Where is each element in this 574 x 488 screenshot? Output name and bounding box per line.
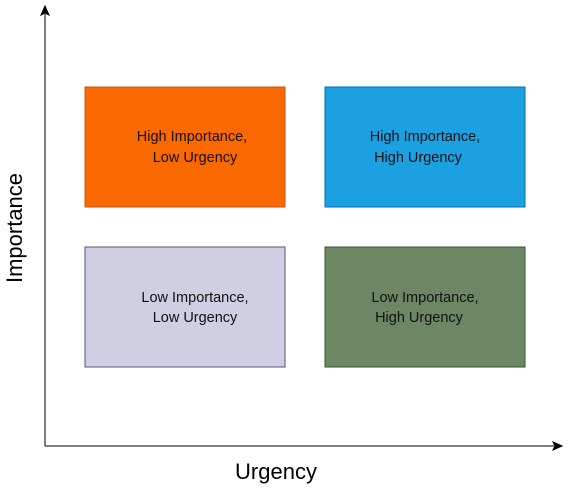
quadrant-high-importance-high-urgency: High Importance, High Urgency [324,86,526,208]
quadrant-box [84,246,286,368]
quadrant-box [324,86,526,208]
quadrant-low-importance-low-urgency: Low Importance, Low Urgency [84,246,286,368]
quadrant-label-line-1: High Importance, [137,129,247,145]
quadrant-label-line-2: High Urgency [374,150,463,166]
quadrant-label-line-1: High Importance, [370,129,480,145]
quadrant-label-line-2: High Urgency [375,310,464,326]
quadrant-high-importance-low-urgency: High Importance, Low Urgency [84,86,286,208]
x-axis-arrowhead [551,440,564,452]
y-axis [39,4,51,446]
quadrant-low-importance-high-urgency: Low Importance, High Urgency [324,246,526,368]
quadrant-label-line-1: Low Importance, [141,290,248,306]
y-axis-arrowhead [39,4,51,17]
quadrant-label-line-2: Low Urgency [153,310,238,326]
x-axis [45,440,564,452]
quadrant-label-line-2: Low Urgency [153,150,238,166]
y-axis-title: Importance [2,173,27,283]
x-axis-title: Urgency [235,459,317,484]
quadrant-label-line-1: Low Importance, [371,290,478,306]
quadrant-box [324,246,526,368]
quadrant-box [84,86,286,208]
